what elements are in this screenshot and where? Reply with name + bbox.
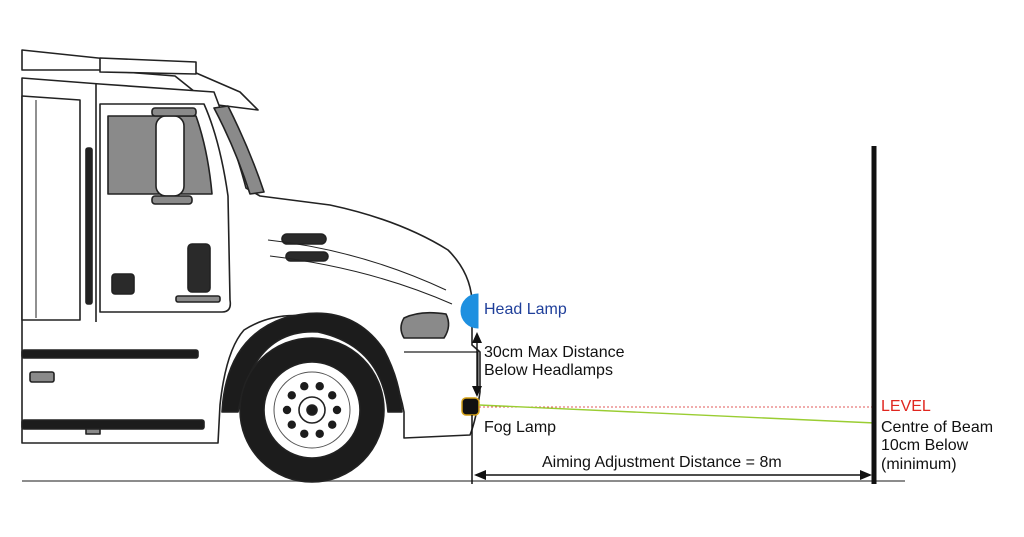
truck-bumper xyxy=(404,351,479,390)
max-distance-label-line-1: 30cm Max Distance xyxy=(484,344,625,361)
lug-nut xyxy=(315,429,324,438)
truck-hood-crease xyxy=(267,239,447,291)
centre-beam-label-line-1: Centre of Beam xyxy=(881,419,994,436)
lug-nut xyxy=(328,420,337,429)
aiming-distance-arrow-left-head xyxy=(474,470,486,480)
truck-hood-crease-2 xyxy=(269,255,453,305)
truck-side-badge xyxy=(29,371,55,383)
truck-wheel-arch xyxy=(221,312,403,413)
truck-sun-visor xyxy=(99,57,197,75)
aiming-distance-arrow-right-head xyxy=(860,470,872,480)
max-distance-arrow-top-head xyxy=(472,332,482,343)
centre-beam-label-line-3: (minimum) xyxy=(881,456,957,473)
truck-step-plate xyxy=(175,295,221,303)
lug-nut xyxy=(315,382,324,391)
head-lamp-marker xyxy=(460,293,479,329)
truck-mirror xyxy=(155,115,185,197)
lug-nut xyxy=(300,382,309,391)
max-distance-label-line-2: Below Headlamps xyxy=(484,362,613,379)
truck-side-stripe-upper xyxy=(21,349,199,359)
centre-beam-label-line-2: 10cm Below xyxy=(881,437,969,454)
truck-windshield xyxy=(213,105,265,195)
fog-lamp-marker xyxy=(461,397,480,416)
truck-door-handle xyxy=(187,243,211,293)
aiming-distance-label: Aiming Adjustment Distance = 8m xyxy=(542,454,782,471)
lug-nut xyxy=(328,391,337,400)
truck-mirror-base xyxy=(151,195,193,205)
lug-nut xyxy=(282,405,292,415)
head-lamp-label: Head Lamp xyxy=(484,301,567,318)
beam-centre-line xyxy=(478,404,876,424)
truck-grab-handle xyxy=(85,147,93,305)
truck-hood-vent-2 xyxy=(285,251,329,262)
level-label: LEVEL xyxy=(881,398,931,415)
lug-nut xyxy=(332,405,342,415)
truck-marker-lamp xyxy=(400,311,450,339)
fog-lamp-label: Fog Lamp xyxy=(484,419,557,436)
lug-nut xyxy=(287,420,296,429)
truck-mirror-arm xyxy=(151,107,197,117)
truck-door-lock xyxy=(111,273,135,295)
lug-nut xyxy=(287,391,296,400)
max-distance-arrow-bottom-head xyxy=(472,386,482,397)
truck xyxy=(21,49,481,483)
truck-side-stripe-lower xyxy=(21,419,205,430)
truck-hood-vent-1 xyxy=(281,233,327,245)
truck-wheel-center xyxy=(306,404,318,416)
truck-sleeper-panel xyxy=(21,95,81,321)
truck-wheel-lug-nuts xyxy=(282,382,342,438)
lug-nut xyxy=(300,429,309,438)
truck-step-tab xyxy=(85,428,101,435)
